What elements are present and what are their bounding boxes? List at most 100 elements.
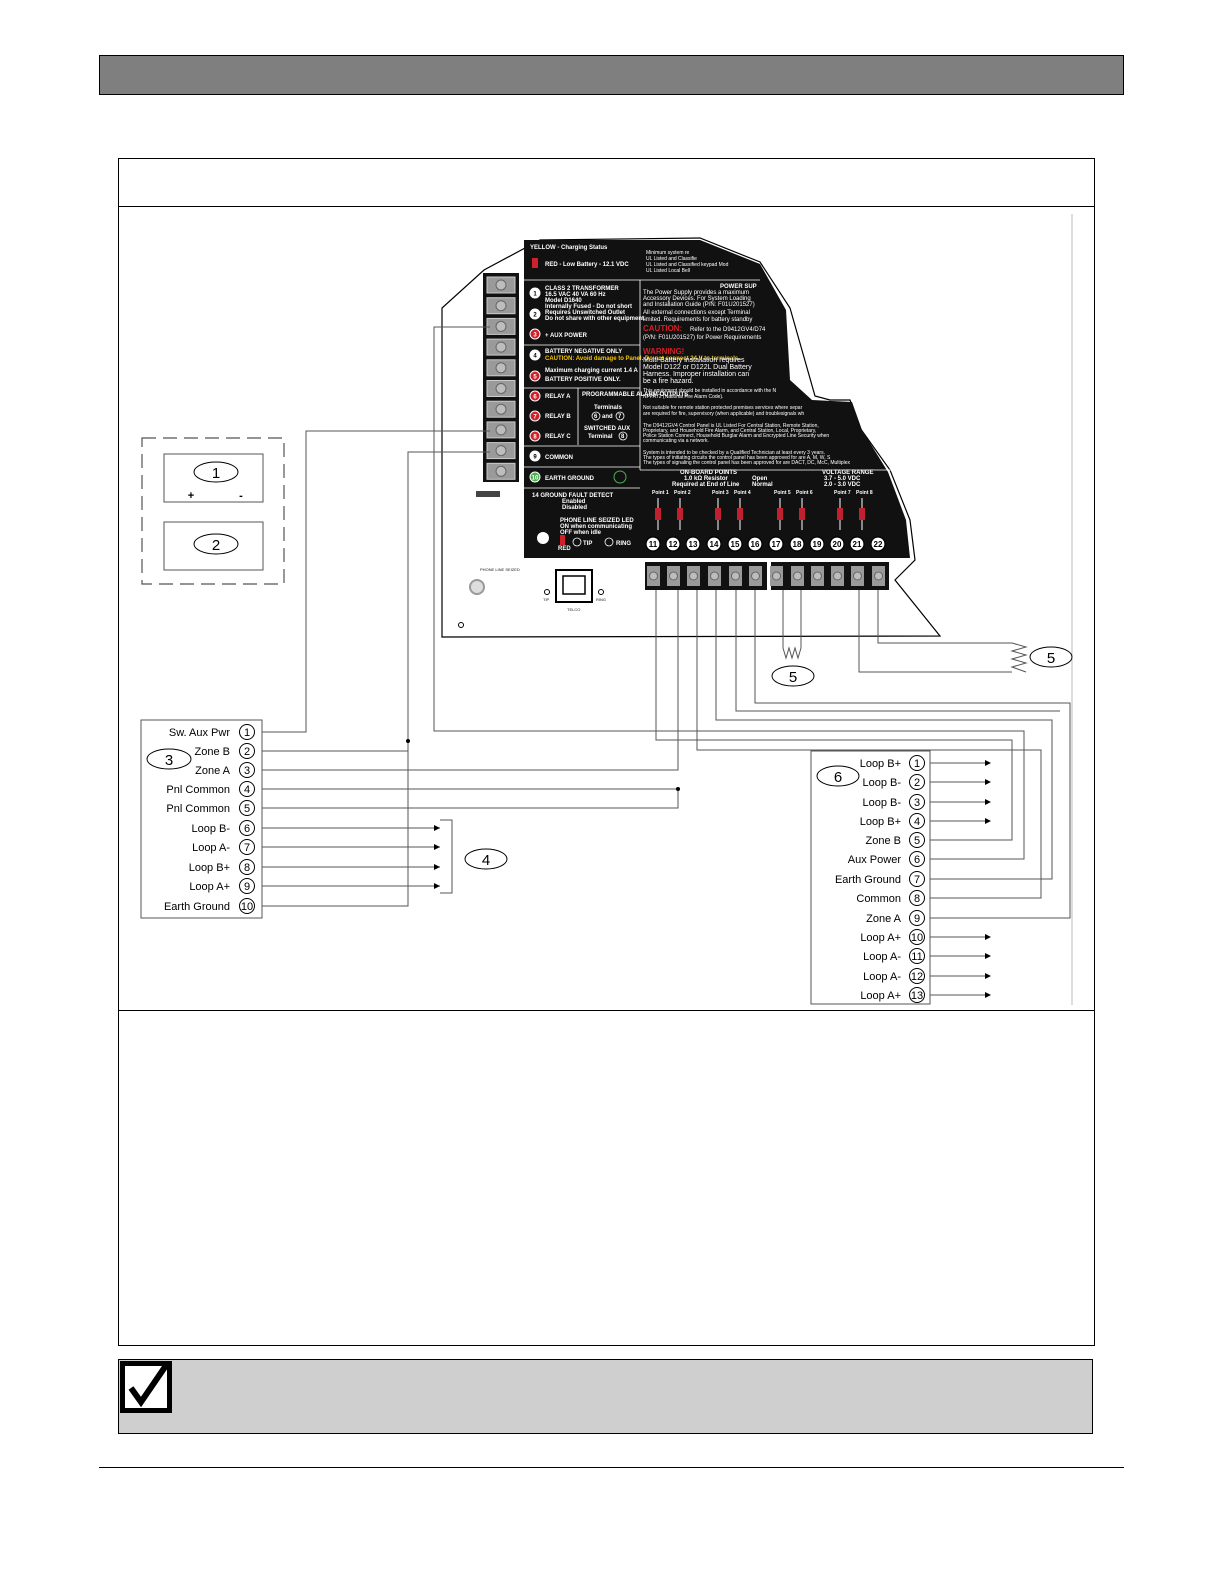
relay-c: RELAY C [545,434,571,440]
ps-line-2: Accessory Devices. For System Loading [643,296,751,302]
onboard-terminal-number: 12 [669,540,678,549]
panel-terminal-dot-number: 5 [533,375,537,381]
listing-line-4: communicating via a network. [643,438,709,444]
left-terminal-circle [239,781,255,797]
check-line-2: The types of initiating circuits the con… [643,455,831,461]
onboard-points: ON-BOARD POINTS [680,470,737,476]
transformer-line-2: 16.5 VAC 40 VA 60 Hz [545,292,606,298]
terminals-word: Terminals [594,405,623,411]
callout-5-bottom-text: 5 [789,669,797,686]
panel-terminal-dot [529,287,541,299]
check-line-3: The types of signaling the control panel… [643,460,851,466]
battery-plus: + [188,490,194,502]
right-terminal-number: 2 [914,777,920,789]
transformer-line-4: Internally Fused - Do not short [545,304,632,310]
panel-terminal-dot [529,349,541,361]
right-terminal-circle [909,755,925,771]
point-resistor [737,508,743,520]
left-terminal-number: 10 [241,901,253,913]
callout-3-text: 3 [165,752,173,769]
right-terminal-number: 1 [914,758,920,770]
panel-terminal-dot [529,430,541,442]
right-terminal-circle [909,774,925,790]
bottom-screw-head [751,571,760,581]
left-terminal-number: 6 [244,823,250,835]
left-terminal-label: Pnl Common [166,784,230,796]
max-charging: Maximum charging current 1.4 A [545,368,638,374]
checkmark-icon [120,1361,172,1413]
left-terminal-label: Loop B+ [189,862,230,874]
screw-head [495,424,507,436]
arrow-head [434,883,440,889]
screw-head [495,383,507,394]
arrow-head [985,799,991,805]
arrow-head [985,779,991,785]
left-terminal-number: 1 [244,727,250,739]
onboard-terminal-number: 22 [874,540,883,549]
arrow-head [434,844,440,850]
onboard-terminal-number: 18 [793,540,802,549]
listing-line-2: Proprietary, and Household Fire Alarm, a… [643,428,816,434]
warning-line-2: Model D122 or D122L Dual Battery [643,364,752,371]
left-terminal-label: Loop A- [192,842,230,854]
ps-line-5: limited. Requirements for battery standb… [643,317,752,323]
panel-terminal-dot-number: 2 [533,313,537,319]
warning-line-1: Multi-Battery installation requires [643,357,745,364]
transformer-line-3: Model D1640 [545,298,582,304]
point-label: Point 2 [674,490,691,496]
earth-ground-label: EARTH GROUND [545,476,595,482]
callout-4-text: 4 [482,852,490,869]
tip-panel: TIP [583,541,592,547]
left-terminal-label: Sw. Aux Pwr [169,727,230,739]
bottom-screw-head [874,571,883,581]
callout-4 [464,848,508,870]
common-label: COMMON [545,455,573,461]
screw-head [495,445,507,457]
point-resistor [859,508,865,520]
right-terminal-circle [909,890,925,906]
min-system-4: UL Listed Local Bell [646,268,690,274]
left-terminal-number: 9 [244,881,250,893]
right-terminal-number: 13 [911,990,923,1002]
left-terminal-number: 3 [244,765,250,777]
point-resistor [777,508,783,520]
right-terminal-number: 5 [914,835,920,847]
right-terminal-circle [909,987,925,1003]
right-terminal-circle [909,929,925,945]
onboard-terminal-number: 17 [772,540,781,549]
onboard-terminal-number: 20 [833,540,842,549]
screw-head [495,279,507,291]
point-resistor [677,508,683,520]
left-terminal-label: Pnl Common [166,803,230,815]
figure-caption-row [118,1010,1095,1346]
ring-label: RING [596,597,606,602]
callout-3 [146,748,192,770]
right-terminal-label: Aux Power [848,854,902,866]
header-bar [99,55,1124,95]
red-word: RED [558,546,571,552]
left-terminal-circle [239,878,255,894]
right-terminal-label: Zone A [866,913,902,925]
right-terminal-circle [909,832,925,848]
ps-line-3: and Installation Guide (P/N: F01U201527) [643,302,755,308]
bottom-screw-head [772,571,781,581]
arrow-head [434,825,440,831]
left-terminal-circle [239,743,255,759]
footer-rule [99,1467,1124,1468]
right-terminal-number: 3 [914,797,920,809]
junction-dots [406,739,680,791]
panel-terminal-dot-number: 10 [532,476,539,482]
right-terminal-number: 8 [914,893,920,905]
arrow-head [985,973,991,979]
left-terminal-circle [239,820,255,836]
bottom-screw-head [710,571,719,581]
screw-head [495,300,507,312]
panel-terminal-dot [529,410,541,422]
left-terminal-number: 5 [244,803,250,815]
right-terminal-circle [909,851,925,867]
left-terminal-label: Earth Ground [164,901,230,913]
screw-head [495,362,507,374]
panel-terminal-dot-number: 1 [533,292,537,298]
